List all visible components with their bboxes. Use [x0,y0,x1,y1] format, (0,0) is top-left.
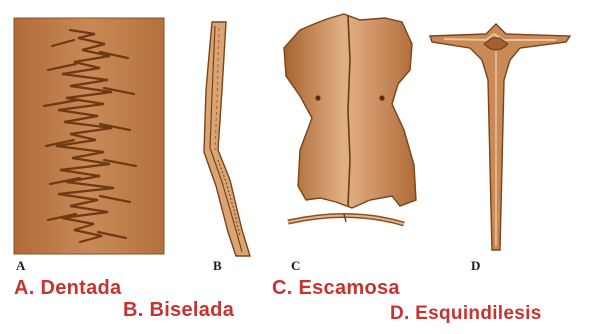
caption-biselada: B. Biselada [123,299,234,322]
panel-c-letter: C [291,258,300,274]
panel-c-squamous-suture [284,14,416,224]
panel-a-dentate-suture [14,18,164,254]
caption-dentada: A. Dentada [14,277,121,300]
caption-escamosa: C. Escamosa [272,277,400,300]
foramen-left [315,95,320,100]
panel-b-beveled-suture [204,22,250,256]
panel-d-letter: D [471,258,480,274]
foramen-right [379,95,384,100]
caption-esquindilesis: D. Esquindilesis [390,303,542,325]
panel-b-letter: B [213,258,222,274]
panel-a-letter: A [16,258,25,274]
panel-d-schindylesis [430,24,570,250]
